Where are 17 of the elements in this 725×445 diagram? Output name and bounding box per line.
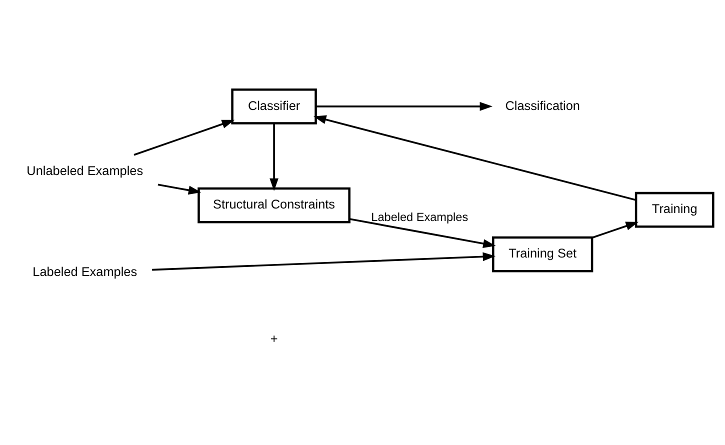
arrow [349, 218, 496, 248]
label: + [270, 331, 278, 346]
arrow [158, 183, 202, 194]
arrow [134, 119, 235, 156]
node-text: Labeled Examples [32, 264, 138, 278]
edge-label: Labeled Examples [371, 210, 468, 224]
arrow [316, 101, 493, 110]
arrow [152, 252, 496, 270]
node-box: Training Set [492, 236, 594, 272]
node-box: Training [634, 191, 714, 228]
node-box: Structural Constraints [198, 186, 350, 223]
arrow [592, 221, 639, 238]
node-box: Classifier [231, 88, 317, 124]
node-text: Unlabeled Examples [26, 164, 144, 178]
arrow [270, 122, 278, 191]
arrow [313, 114, 636, 200]
node-text: Classification [505, 98, 580, 112]
